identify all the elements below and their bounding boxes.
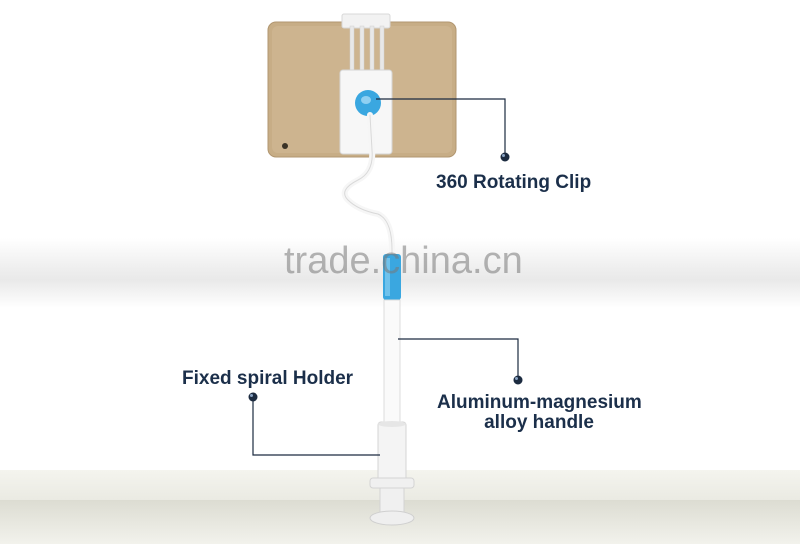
watermark: trade.china.cn [284,240,523,282]
label-rotating-clip: 360 Rotating Clip [436,172,592,193]
callout-line-fixed-holder [252,399,380,456]
alloy-handle [383,299,401,427]
clip-top [341,13,391,29]
clamp-screw-pad [369,510,415,526]
label-fixed-holder: Fixed spiral Holder [182,368,354,389]
callout-line-rotating-clip [376,98,506,155]
callout-line-handle [398,338,519,378]
fixed-holder [377,421,407,483]
tablet-camera [282,143,288,149]
label-handle-line2: alloy handle [484,412,594,433]
label-handle-line1: Aluminum-magnesium [437,392,642,413]
